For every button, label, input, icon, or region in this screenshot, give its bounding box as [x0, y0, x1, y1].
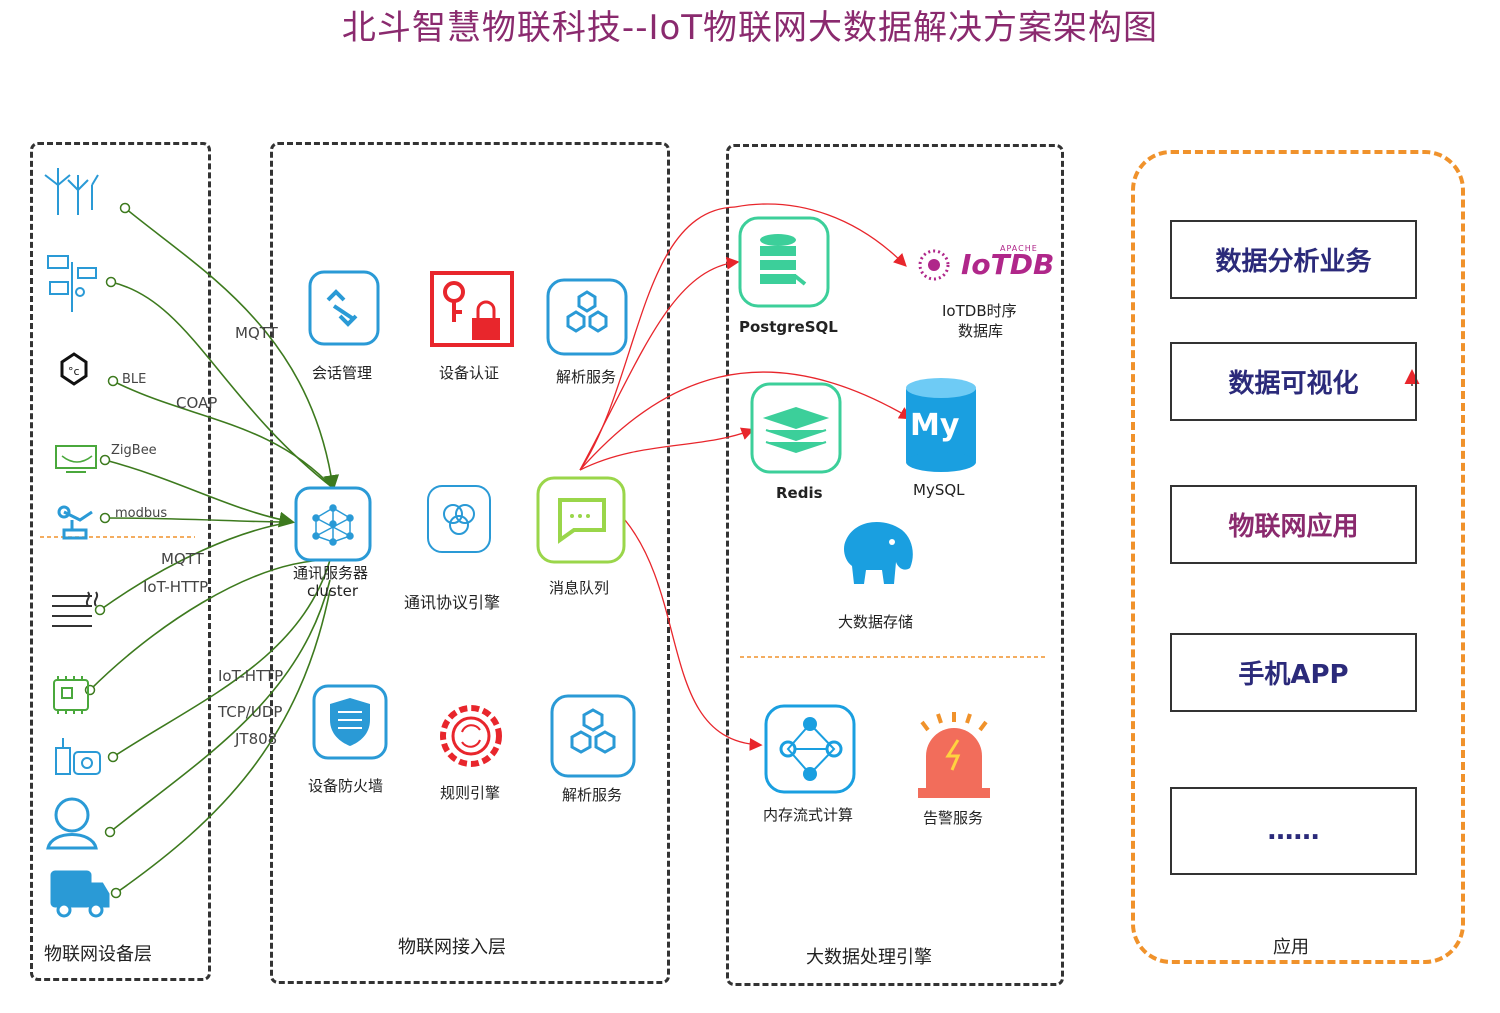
line-robot [104, 517, 293, 523]
app-iot-application[interactable]: 物联网应用 [1170, 485, 1417, 564]
app-more[interactable]: …… [1170, 787, 1417, 875]
port-monitor [99, 454, 111, 466]
line-heater [99, 521, 293, 611]
mysql-icon [906, 378, 976, 472]
cluster-label-line1: 通讯服务器 [293, 564, 369, 582]
port-sensor [107, 751, 119, 763]
device-auth-label: 设备认证 [439, 364, 500, 382]
robot-arm-icon [57, 505, 93, 540]
postgresql-icon [738, 216, 830, 308]
postgresql-label: PostgreSQL [739, 318, 838, 336]
port-weather [105, 276, 117, 288]
protocol-engine-icon [427, 485, 491, 553]
protocol-iot-http-2: IoT-HTTP [218, 667, 284, 685]
line-sensor [112, 559, 331, 758]
protocol-jt808: JT808 [235, 730, 278, 748]
port-truck [110, 887, 122, 899]
parse-service-icon [546, 278, 628, 356]
port-person [104, 826, 116, 838]
line-temp [112, 380, 334, 489]
cluster-label-line2: cluster [307, 582, 359, 600]
protocol-modbus: modbus [115, 506, 168, 521]
line-chip [89, 559, 331, 691]
stream-compute-icon [764, 704, 856, 794]
device-layer-panel [30, 142, 211, 981]
alarm-label: 告警服务 [923, 809, 984, 827]
line-mq-iotdb [734, 203, 907, 267]
access-layer-label: 物联网接入层 [398, 937, 506, 958]
monitor-icon [55, 445, 97, 473]
iotdb-label-line2: 数据库 [958, 322, 1004, 340]
temperature-sensor-icon: °c [60, 352, 88, 386]
mysql-logo-text: My [910, 408, 960, 443]
iotdb-label-line1: IoTDB时序 [942, 302, 1017, 320]
sensor-icon [55, 738, 101, 775]
line-wind [124, 207, 340, 492]
app-data-visualization[interactable]: 数据可视化 [1170, 342, 1417, 421]
app-mobile-app[interactable]: 手机APP [1170, 633, 1417, 712]
port-wind [119, 202, 131, 214]
app-panel [1131, 150, 1465, 964]
line-mq-postgres [579, 256, 740, 471]
rules-engine-gear-icon [440, 705, 502, 767]
redis-icon [750, 382, 842, 474]
parse-service-2-icon [550, 694, 636, 778]
port-heater [94, 604, 106, 616]
person-icon [46, 797, 98, 850]
iotdb-apache-text: APACHE [1000, 244, 1038, 253]
device-auth-icon [430, 271, 514, 347]
line-weather [110, 281, 334, 489]
comm-server-cluster-icon [294, 486, 372, 562]
line-monitor [104, 459, 296, 528]
parse-service-2-label: 解析服务 [562, 786, 623, 804]
stream-compute-label: 内存流式计算 [763, 806, 854, 824]
protocol-ble: BLE [122, 372, 147, 387]
app-label: 应用 [1273, 937, 1309, 958]
session-management-label: 会话管理 [312, 364, 373, 382]
hadoop-label: 大数据存储 [838, 613, 914, 631]
heater-icon [52, 591, 99, 627]
firewall-label: 设备防火墙 [308, 777, 384, 795]
wind-turbine-icon [44, 168, 99, 215]
protocol-mqtt: MQTT [235, 324, 278, 342]
firewall-icon [312, 684, 388, 760]
line-person [109, 579, 331, 833]
parse-service-label: 解析服务 [556, 368, 617, 386]
protocol-iot-http: IoT-HTTP [143, 578, 209, 596]
protocol-mqtt-2: MQTT [161, 550, 204, 568]
redis-label: Redis [776, 484, 823, 502]
message-queue-icon [536, 476, 626, 564]
session-management-icon [308, 270, 380, 346]
line-mq-mysql [579, 371, 913, 471]
truck-icon [50, 870, 110, 918]
port-temp [107, 375, 119, 387]
device-layer-label: 物联网设备层 [44, 944, 152, 965]
port-chip [84, 684, 96, 696]
protocol-coap: COAP [176, 394, 218, 412]
iotdb-logo-icon [918, 249, 950, 281]
weather-station-icon [47, 255, 97, 312]
line-truck [115, 589, 331, 894]
protocol-engine-label: 通讯协议引擎 [404, 593, 501, 612]
app-data-analysis[interactable]: 数据分析业务 [1170, 220, 1417, 299]
line-mq-stream [624, 519, 763, 751]
protocol-tcp-udp: TCP/UDP [218, 703, 283, 721]
bigdata-label: 大数据处理引擎 [806, 947, 932, 968]
line-mq-redis [579, 427, 755, 471]
mysql-label: MySQL [913, 481, 965, 499]
protocol-zigbee: ZigBee [111, 443, 157, 458]
message-queue-label: 消息队列 [549, 579, 610, 597]
chip-icon [53, 676, 89, 714]
access-layer-panel [270, 142, 670, 984]
svg-text:°c: °c [68, 365, 80, 378]
alarm-icon [918, 712, 990, 798]
hadoop-elephant-icon [844, 521, 913, 584]
iotdb-logo-text: IoTDB [961, 248, 1055, 281]
rules-engine-label: 规则引擎 [440, 784, 501, 802]
port-robot [99, 512, 111, 524]
bigdata-panel [726, 144, 1064, 986]
page-title: 北斗智慧物联科技--IoT物联网大数据解决方案架构图 [341, 8, 1159, 48]
